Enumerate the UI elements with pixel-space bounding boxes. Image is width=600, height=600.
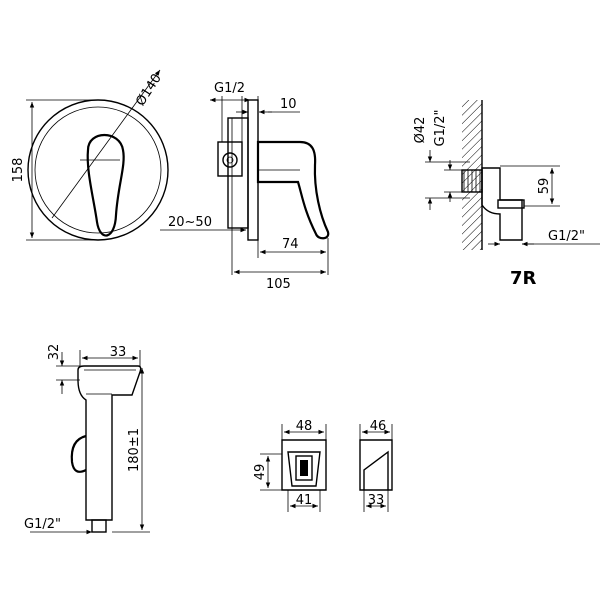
side-depth-label: 74	[282, 237, 299, 252]
sprayer-trigger	[70, 434, 87, 473]
valve-body	[227, 117, 249, 229]
side-total-label: 105	[266, 277, 291, 292]
cover-plate-inner-circle	[34, 106, 162, 234]
lever-handle	[86, 134, 125, 237]
holder-front-body	[281, 439, 327, 491]
side-wall-range-label: 20~50	[168, 215, 212, 230]
elbow-thread-bottom-label: G1/2"	[548, 229, 585, 244]
elbow-diameter-label: Ø42	[413, 117, 428, 144]
holder-bottom-label: 41	[296, 493, 313, 508]
holder-side-drawing	[359, 424, 393, 512]
holder-front-drawing	[260, 424, 327, 512]
front-view-drawing	[26, 69, 169, 241]
front-height-label: 158	[11, 158, 26, 183]
sprayer-width-label: 33	[110, 345, 127, 360]
elbow-body	[481, 167, 523, 241]
elbow-outlet-nut	[497, 199, 525, 209]
elbow-drawing	[425, 100, 600, 250]
holder-side-body	[359, 439, 393, 491]
elbow-thread-top-label: G1/2"	[433, 110, 448, 147]
wall-plate	[247, 99, 259, 241]
inlet-fitting	[217, 141, 243, 177]
side-view-drawing	[160, 96, 330, 275]
holder-top-label: 48	[296, 419, 313, 434]
holder-side-bottom-label: 33	[368, 493, 385, 508]
sprayer-connector	[91, 519, 107, 533]
sprayer-thread-label: G1/2"	[24, 517, 61, 532]
holder-slot	[295, 455, 313, 481]
diameter-leader	[51, 69, 161, 219]
holder-height-label: 49	[253, 464, 268, 481]
elbow-model-label: 7R	[510, 268, 537, 289]
inlet-port-circle	[222, 152, 238, 168]
sprayer-length-label: 180±1	[127, 428, 142, 472]
elbow-height-label: 59	[537, 178, 552, 195]
holder-side-top-label: 46	[370, 419, 387, 434]
side-thread-label: G1/2	[214, 81, 245, 96]
side-plate-label: 10	[280, 97, 297, 112]
sprayer-drawing	[30, 350, 150, 535]
cover-plate-circle	[27, 99, 169, 241]
lever-side-profile	[256, 140, 330, 240]
sprayer-top-offset-label: 32	[47, 344, 62, 361]
front-diameter-label: Ø140	[133, 71, 165, 109]
